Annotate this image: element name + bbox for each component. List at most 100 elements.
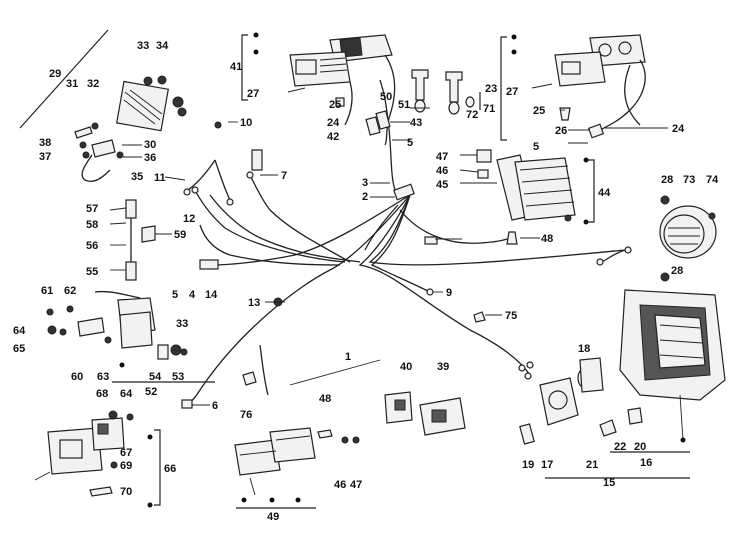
relay-box-group <box>476 149 576 245</box>
callout-1: 1 <box>345 351 351 363</box>
callout-73: 73 <box>683 174 695 186</box>
callout-6: 6 <box>212 400 218 412</box>
callout-29: 29 <box>49 68 61 80</box>
callout-10: 10 <box>240 117 252 129</box>
number-plate-light-group <box>19 29 187 182</box>
callout-57: 57 <box>86 203 98 215</box>
callout-75: 75 <box>505 310 517 322</box>
callout-47b: 47 <box>350 479 362 491</box>
callout-14: 14 <box>205 289 218 301</box>
relay-pair <box>384 391 466 436</box>
rear-light-group-right <box>531 34 646 139</box>
callout-33a: 33 <box>137 40 149 52</box>
callout-9: 9 <box>446 287 452 299</box>
callout-3: 3 <box>362 177 368 189</box>
callout-40: 40 <box>400 361 412 373</box>
callout-4: 4 <box>189 289 196 301</box>
bulb-group <box>411 69 475 115</box>
rear-light-group-top <box>287 34 396 146</box>
callout-49: 49 <box>267 511 279 523</box>
callout-41: 41 <box>230 61 242 73</box>
round-light <box>659 195 717 259</box>
callout-53: 53 <box>172 371 184 383</box>
headlamp-housing <box>619 272 726 441</box>
callout-61: 61 <box>41 285 53 297</box>
callout-71: 71 <box>483 103 495 115</box>
callout-42: 42 <box>327 131 339 143</box>
callout-64b: 64 <box>120 388 133 400</box>
callout-52: 52 <box>145 386 157 398</box>
callout-65: 65 <box>13 343 25 355</box>
callout-74: 74 <box>706 174 719 186</box>
callout-7: 7 <box>281 170 287 182</box>
callout-32: 32 <box>87 78 99 90</box>
callout-37: 37 <box>39 151 51 163</box>
callout-23: 23 <box>485 83 497 95</box>
callout-labels: 1 2 3 4 5 5 5 6 7 9 10 11 12 13 14 15 16… <box>13 40 719 523</box>
sender-parts <box>214 121 263 171</box>
callout-28b: 28 <box>671 265 683 277</box>
callout-43: 43 <box>410 117 422 129</box>
callout-63: 63 <box>97 371 109 383</box>
indicator-light-pair <box>234 427 316 496</box>
callout-54: 54 <box>149 371 162 383</box>
group-brackets <box>112 34 690 509</box>
callout-25b: 25 <box>533 105 545 117</box>
callout-13: 13 <box>248 297 260 309</box>
ignition-coil-group <box>46 199 156 349</box>
callout-24a: 24 <box>327 117 340 129</box>
callout-70: 70 <box>120 486 132 498</box>
callout-38: 38 <box>39 137 51 149</box>
callout-55: 55 <box>86 266 98 278</box>
callout-62: 62 <box>64 285 76 297</box>
callout-34: 34 <box>156 40 169 52</box>
callout-68: 68 <box>96 388 108 400</box>
bracket-dots <box>119 32 686 508</box>
callout-24b: 24 <box>672 123 685 135</box>
callout-76: 76 <box>240 409 252 421</box>
callout-5c: 5 <box>533 141 539 153</box>
callout-45: 45 <box>436 179 448 191</box>
callout-56: 56 <box>86 240 98 252</box>
callout-15: 15 <box>603 477 615 489</box>
condenser-parts <box>157 344 188 360</box>
callout-69: 69 <box>120 460 132 472</box>
callout-25a: 25 <box>329 99 341 111</box>
callout-48b: 48 <box>319 393 331 405</box>
callout-31: 31 <box>66 78 78 90</box>
callout-46a: 46 <box>436 165 448 177</box>
callout-28a: 28 <box>661 174 673 186</box>
callout-18: 18 <box>578 343 590 355</box>
callout-50: 50 <box>380 91 392 103</box>
callout-59: 59 <box>174 229 186 241</box>
callout-60: 60 <box>71 371 83 383</box>
callout-72: 72 <box>466 109 478 121</box>
callout-5b: 5 <box>407 137 413 149</box>
callout-67: 67 <box>120 447 132 459</box>
main-wiring-harness <box>186 79 626 406</box>
callout-22: 22 <box>614 441 626 453</box>
callout-27b: 27 <box>506 86 518 98</box>
leader-lines <box>109 107 668 406</box>
callout-30: 30 <box>144 139 156 151</box>
callout-51: 51 <box>398 99 410 111</box>
callout-48a: 48 <box>541 233 553 245</box>
callout-17: 17 <box>541 459 553 471</box>
callout-39: 39 <box>437 361 449 373</box>
callout-5a: 5 <box>172 289 178 301</box>
callout-12: 12 <box>183 213 195 225</box>
harness-connectors <box>181 171 632 409</box>
callout-2: 2 <box>362 191 368 203</box>
callout-35: 35 <box>131 171 143 183</box>
callout-26: 26 <box>555 125 567 137</box>
tail-lamp-group <box>34 410 134 497</box>
callout-58: 58 <box>86 219 98 231</box>
callout-11: 11 <box>154 172 166 184</box>
callout-16: 16 <box>640 457 652 469</box>
callout-27a: 27 <box>247 88 259 100</box>
callout-33b: 33 <box>176 318 188 330</box>
callout-47a: 47 <box>436 151 448 163</box>
callout-36: 36 <box>144 152 156 164</box>
callout-66: 66 <box>164 463 176 475</box>
